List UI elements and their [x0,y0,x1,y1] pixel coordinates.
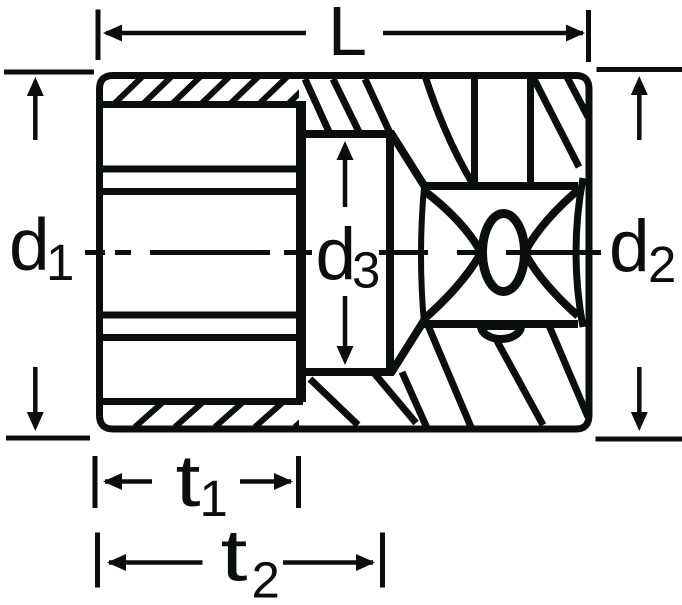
svg-text:1: 1 [46,234,74,291]
svg-text:2: 2 [252,552,280,601]
svg-text:d: d [609,206,650,287]
svg-text:L: L [328,0,367,70]
svg-text:2: 2 [648,236,676,293]
svg-text:d: d [9,205,50,286]
svg-text:t: t [176,441,201,522]
svg-text:1: 1 [200,470,228,527]
svg-text:d: d [316,214,357,295]
svg-text:t: t [221,516,248,597]
svg-text:3: 3 [352,242,380,299]
